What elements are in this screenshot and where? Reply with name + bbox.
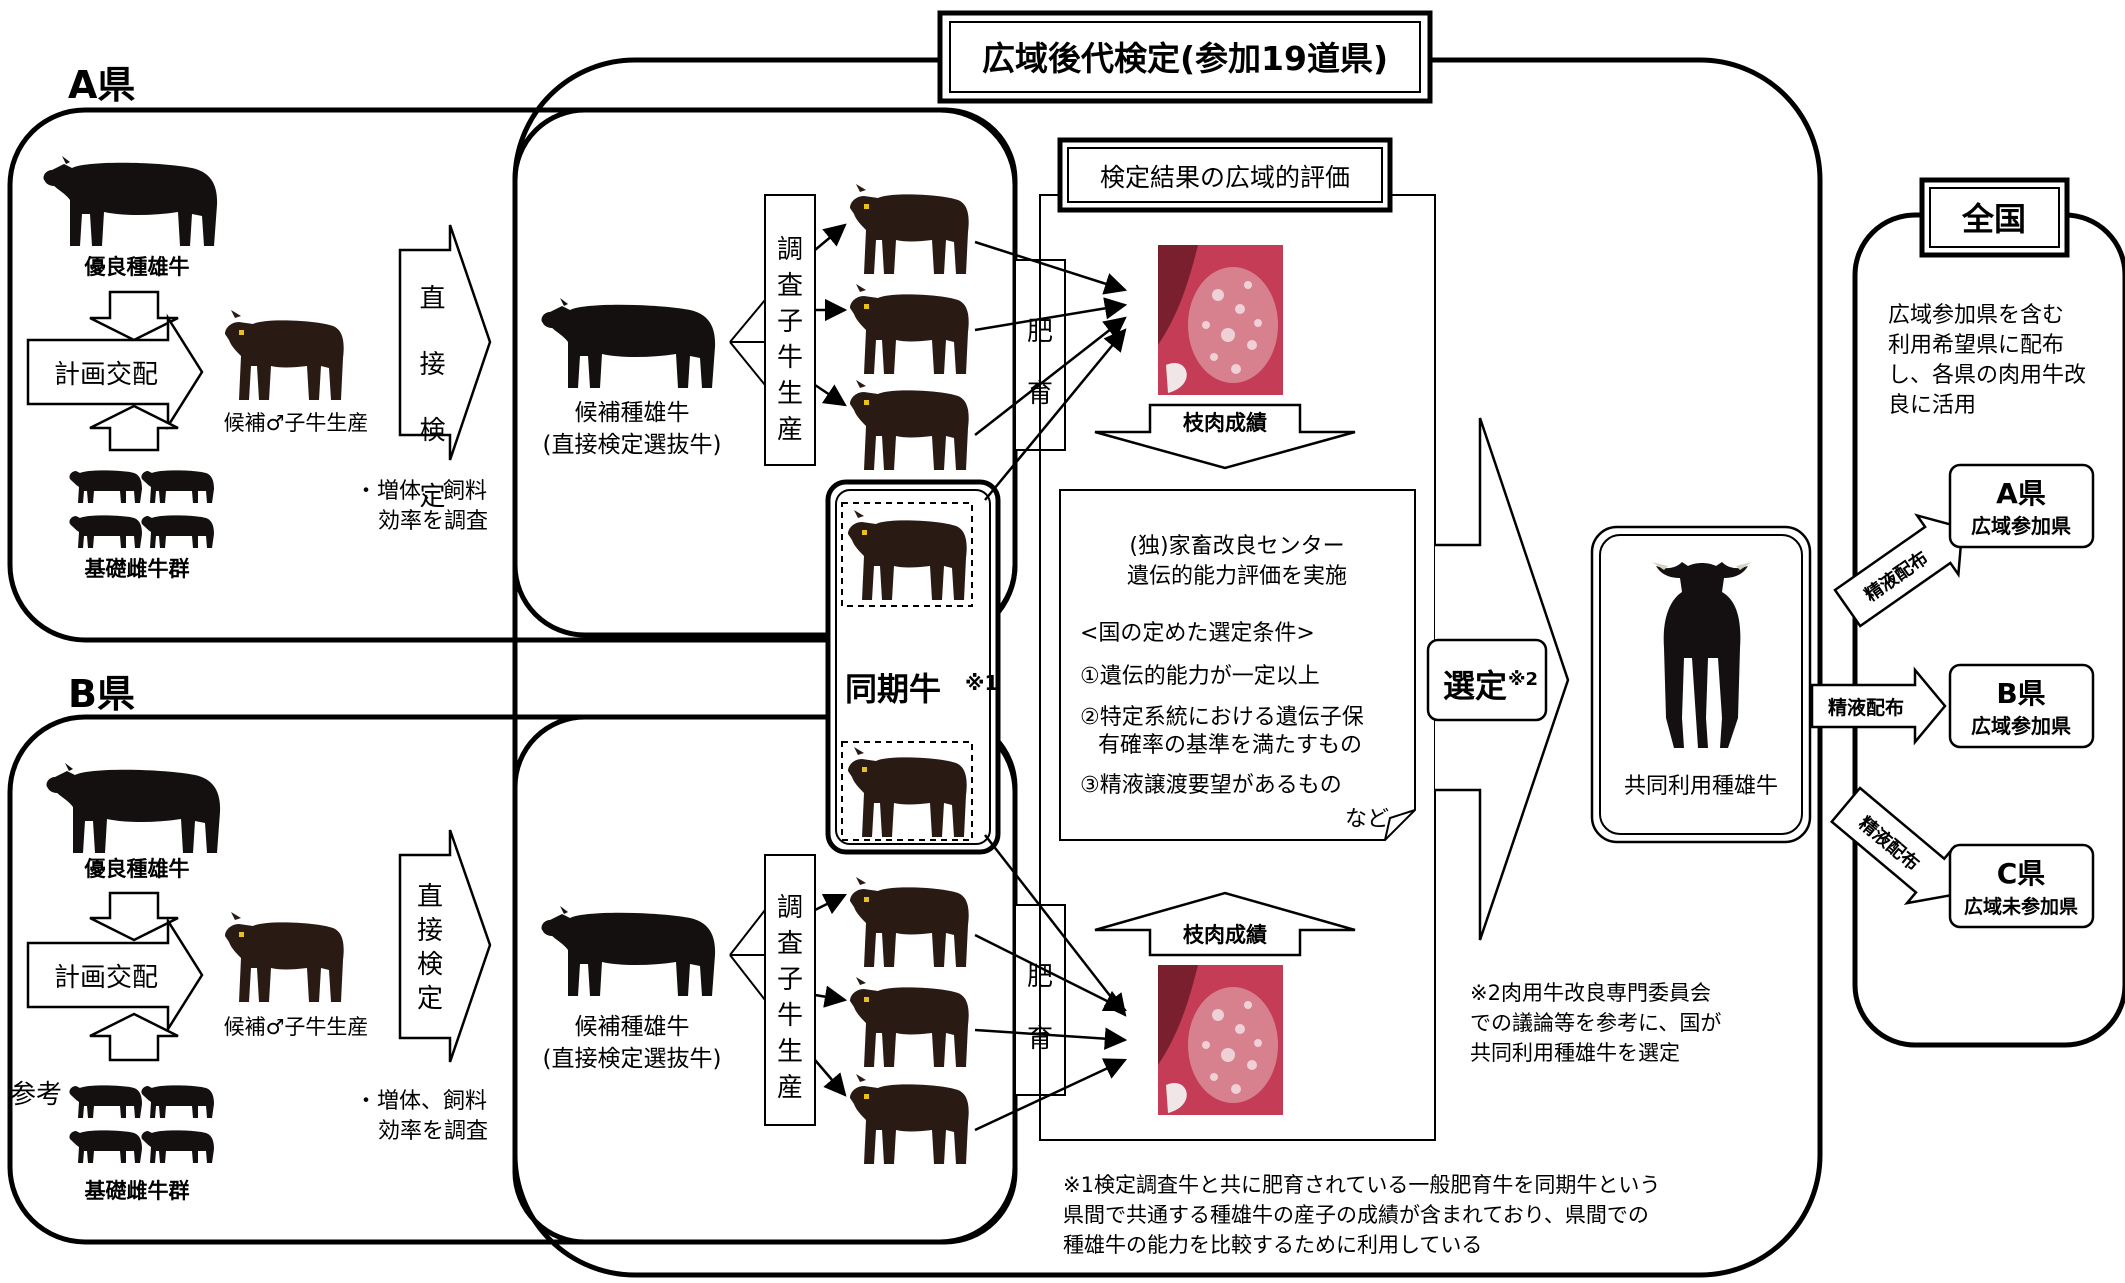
carcass-up-arrow [1094, 891, 1356, 957]
survey-note-b-1: ・増体、飼料 [355, 1089, 487, 1114]
candidate-bottom-line1: 候補種雄牛 [575, 1014, 690, 1040]
elite-sire-b-label: 優良種雄牛 [84, 857, 190, 881]
mating-arrow-b [26, 916, 204, 1034]
evaluation-center-box [1059, 489, 1416, 841]
note2-line2: での議論等を参考に、国が [1470, 1011, 1721, 1035]
up-arrow-a [89, 404, 179, 452]
elite-sire-a-label: 優良種雄牛 [84, 255, 190, 279]
shared-bull-label: 共同利用種雄牛 [1624, 774, 1778, 799]
mating-b-label: 計画交配 [54, 963, 158, 993]
mating-arrow-a [26, 313, 204, 431]
svg-text:広域未参加県: 広域未参加県 [1964, 895, 2078, 918]
national-title: 全国 [1961, 200, 2026, 238]
note1-line1: ※1検定調査牛と共に肥育されている一般肥育牛を同期牛という [1063, 1173, 1660, 1197]
prefecture-a-label: A県 [68, 63, 135, 107]
dams-a-label: 基礎雌牛群 [85, 557, 190, 581]
banner-title: 広域後代検定(参加19道県) [982, 39, 1388, 78]
candidate-bull-top-icon [541, 298, 716, 388]
survey-note-b-2: 効率を調査 [378, 1119, 488, 1144]
national-desc-3: し、各県の肉用牛改 [1888, 363, 2086, 388]
carcass-down-arrow [1094, 403, 1356, 470]
carcass-bottom-label: 枝肉成績 [1183, 923, 1267, 947]
prefecture-b-label: B県 [68, 672, 135, 716]
wide-area-banner: 広域後代検定(参加19道県) [937, 10, 1433, 104]
direct-test-b-label: 直接検定 [417, 882, 443, 1014]
mating-a-label: 計画交配 [54, 360, 158, 390]
condition-3: ③精液譲渡要望があるもの [1080, 773, 1342, 798]
svg-text:広域参加県: 広域参加県 [1971, 514, 2071, 538]
candidate-top-line2: (直接検定選抜牛) [543, 432, 722, 458]
candidate-bull-bottom-icon [541, 906, 716, 996]
survey-calves-bottom-label: 調査子牛生産 [777, 893, 803, 1103]
candidate-calf-a-label: 候補♂子牛生産 [224, 411, 369, 435]
candidate-calf-b-icon [225, 912, 344, 1002]
national-desc-4: 良に活用 [1888, 393, 1976, 418]
evaluation-title: 検定結果の広域的評価 [1100, 163, 1350, 192]
etc-label: など [1345, 807, 1389, 832]
condition-2b: 有確率の基準を満たすもの [1098, 733, 1362, 758]
elite-sire-a-icon [43, 156, 218, 246]
candidate-top-line1: 候補種雄牛 [575, 400, 690, 426]
survey-calves-top-box [764, 194, 816, 466]
elite-sire-b-icon [46, 763, 221, 853]
direct-test-a-label: 直接検定 [415, 284, 445, 514]
svg-text:C県: C県 [1997, 857, 2046, 890]
survey-note-a-1: ・増体、飼料 [355, 479, 487, 504]
selection-label: 選定 [1443, 667, 1507, 705]
condition-1: ①遺伝的能力が一定以上 [1080, 664, 1320, 689]
up-arrow-b [89, 1012, 179, 1062]
survey-calves-bottom-icons [850, 877, 969, 1164]
note1-line2: 県間で共通する種雄牛の産子の成績が含まれており、県間での [1063, 1203, 1649, 1227]
carcass-top-label: 枝肉成績 [1183, 411, 1267, 435]
dest-a-box: A県 広域参加県 [1948, 463, 2095, 549]
candidate-bottom-line2: (直接検定選抜牛) [543, 1046, 722, 1072]
svg-text:A県: A県 [1996, 477, 2046, 510]
down-arrow-b [89, 891, 179, 942]
center-line2: 遺伝的能力評価を実施 [1127, 564, 1347, 589]
candidate-calf-b-label: 候補♂子牛生産 [224, 1015, 369, 1039]
same-period-mark: ※1 [965, 671, 998, 695]
svg-text:精液配布: 精液配布 [1828, 696, 1904, 719]
note1-line3: 種雄牛の能力を比較するために利用している [1063, 1233, 1482, 1257]
condition-2a: ②特定系統における遺伝子保 [1080, 705, 1364, 730]
dams-herd-a-icon [69, 470, 214, 548]
selection-box [1426, 638, 1548, 722]
svg-text:B県: B県 [1996, 677, 2045, 710]
ref-label: 参考 [10, 1080, 62, 1110]
dams-b-label: 基礎雌牛群 [85, 1179, 190, 1203]
beef-bottom-icon [1158, 965, 1283, 1115]
same-period-box: 同期牛 ※1 [825, 479, 1001, 855]
national-title-box: 全国 [1919, 177, 2070, 258]
center-line1: (独)家畜改良センター [1129, 534, 1344, 559]
survey-calves-top-label: 調査子牛生産 [777, 235, 803, 445]
national-desc-1: 広域参加県を含む [1888, 303, 2064, 328]
direct-test-arrow-b [398, 829, 492, 1063]
survey-note-a-2: 効率を調査 [378, 509, 488, 534]
semen-arrow-b: 精液配布 [1810, 666, 1947, 746]
dest-b-box: B県 広域参加県 [1948, 663, 2095, 749]
conditions-title: <国の定めた選定条件> [1080, 621, 1315, 646]
survey-calves-bottom-box [764, 854, 816, 1126]
selection-mark: ※2 [1508, 669, 1538, 690]
shared-bull-box: 共同利用種雄牛 [1590, 525, 1812, 844]
note2-line1: ※2肉用牛改良専門委員会 [1470, 981, 1711, 1005]
national-desc-2: 利用希望県に配布 [1888, 333, 2064, 358]
note2-line3: 共同利用種雄牛を選定 [1470, 1041, 1680, 1065]
dams-herd-b-icon [69, 1085, 214, 1163]
direct-test-arrow-a [398, 224, 492, 461]
dest-c-box: C県 広域未参加県 [1948, 843, 2095, 929]
svg-text:広域参加県: 広域参加県 [1971, 714, 2071, 738]
same-period-label: 同期牛 [845, 670, 941, 708]
survey-calves-top-icons [850, 184, 969, 470]
evaluation-title-box: 検定結果の広域的評価 [1057, 137, 1393, 213]
beef-top-icon [1158, 245, 1283, 395]
candidate-calf-a-icon [225, 310, 344, 400]
down-arrow-a [89, 290, 179, 342]
